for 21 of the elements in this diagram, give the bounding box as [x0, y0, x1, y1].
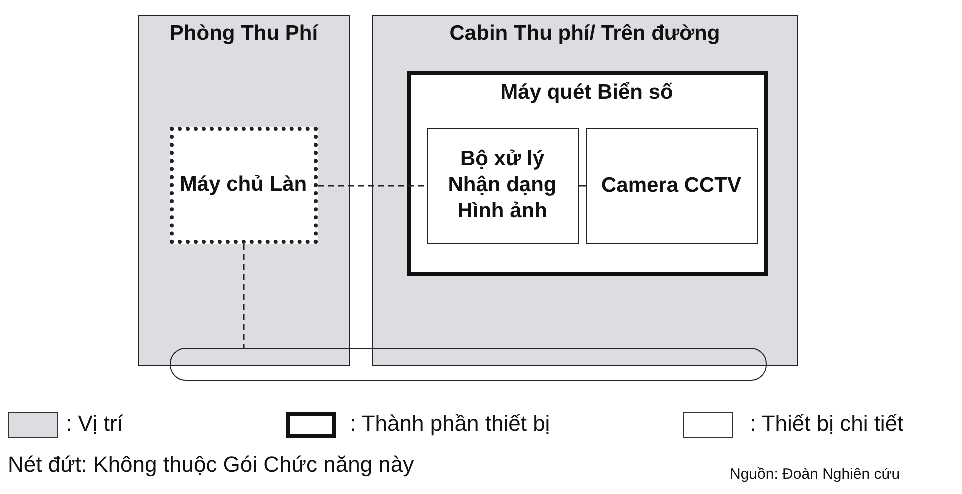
connector-line	[579, 185, 586, 187]
location-band	[138, 15, 350, 366]
device-label: Camera CCTV	[600, 172, 743, 198]
device-box	[170, 126, 318, 244]
legend-label: : Thành phần thiết bị	[350, 411, 550, 437]
device-box	[426, 128, 578, 244]
heading-text: Cabin Thu phí/ Trên đường	[448, 22, 722, 46]
heading-text: Máy quét Biển số	[500, 80, 674, 104]
legend-label: : Vị trí	[66, 411, 124, 437]
component-box	[406, 70, 768, 276]
heading-text: Phòng Thu Phí	[168, 22, 320, 46]
note-text: Nét đứt: Không thuộc Gói Chức năng này	[8, 452, 414, 478]
device-box	[586, 128, 758, 244]
device-label: Máy chủ Làn	[178, 172, 308, 198]
legend-label: : Thiết bị chi tiết	[750, 411, 904, 437]
connector-line	[318, 185, 427, 187]
network-bus-bar	[170, 348, 767, 381]
connector-line	[243, 244, 245, 348]
location-band	[372, 15, 798, 366]
device-label: Bộ xử lý Nhận dạng Hình ảnh	[447, 146, 558, 225]
source-note: Nguồn: Đoàn Nghiên cứu	[730, 466, 900, 483]
